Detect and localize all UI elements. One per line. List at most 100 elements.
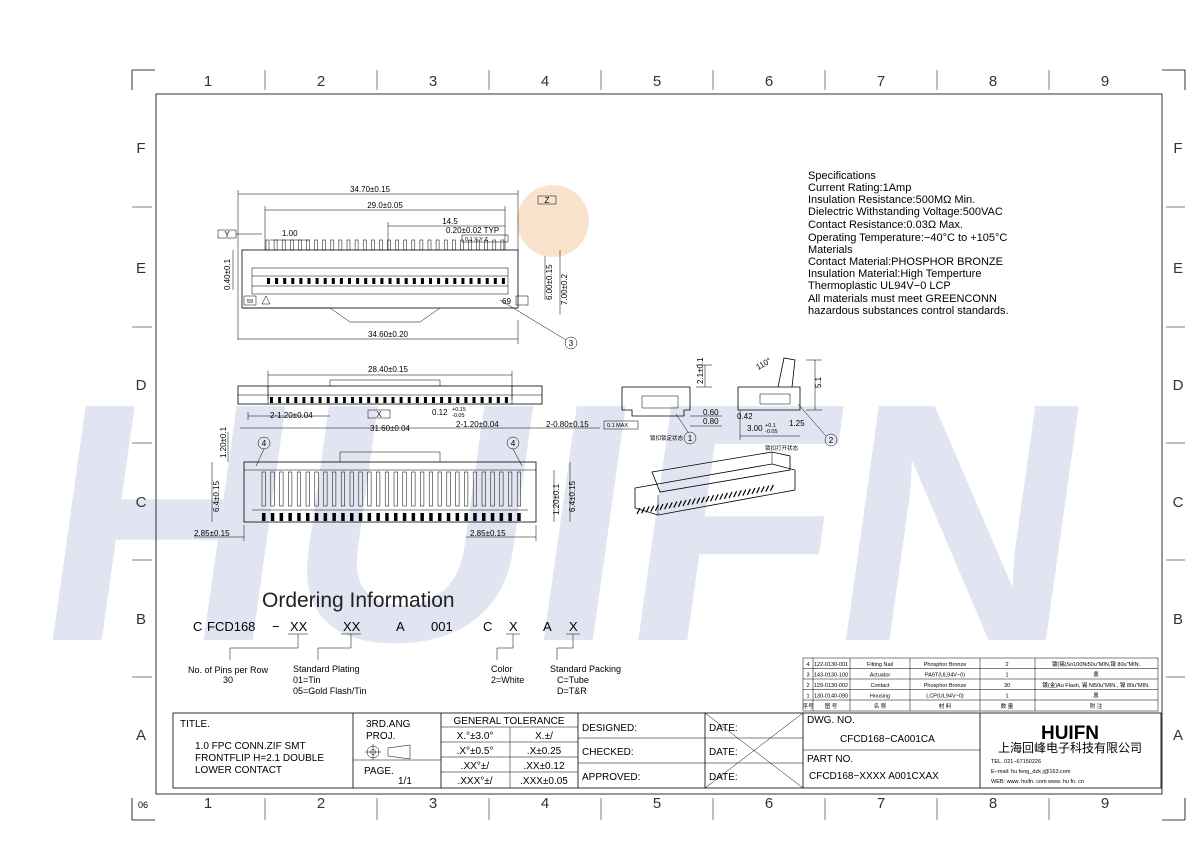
bom-header-cell: 序号 [802,702,814,710]
bottom-pin-tail [367,513,372,521]
dim-b-left-h: 6.4±0.15 [212,480,221,512]
dim-depth-2: 7.00±0.2 [560,273,569,305]
zone-col-7: 7 [877,73,885,90]
code-c: C [193,619,202,634]
front-pin [270,397,273,403]
front-pin [456,397,460,403]
top-contact [283,278,287,284]
bom-cell: Contact [871,683,890,689]
note-open: 锁扣打开状态 [765,444,799,452]
title-line-2: FRONTFLIP H=2.1 DOUBLE [195,753,324,764]
company-web: WEB: www. huifn. com www. hu fn. cn [991,779,1084,785]
zone-col-5-b: 5 [653,795,661,812]
spec-line-7: Contact Material:PHOSPHOR BRONZE [808,256,1003,268]
front-pin [504,397,508,403]
zone-row-c: C [136,494,147,511]
dwg-value: CFCD168−CA001CA [840,734,935,745]
dim-depth-1: 6.00±0.15 [545,264,554,300]
dim-side-a: 0.60 [703,408,719,417]
specifications: Specifications Current Rating:1Amp Insul… [808,170,1009,317]
top-contact [315,278,319,284]
bom-cell: Fitting Nail [867,662,893,668]
top-pin [330,239,335,251]
bom-cell: 1 [1005,673,1008,679]
code-a1: A [396,619,405,634]
spec-line-5: Operating Temperature:−40°C to +105°C [808,232,1007,244]
top-pin [322,239,326,251]
top-contact [307,278,311,284]
iso-pin [682,499,687,507]
top-contact [380,278,384,284]
top-contact [275,278,279,284]
callout-4-left: 4 [262,439,267,448]
bottom-view: 4 4 1.20±0.1 6.4±0.15 2.85±0.15 1.20±0.1… [194,426,577,541]
page-label: PAGE. [364,766,394,777]
front-pin [342,397,346,403]
bottom-pin [349,471,354,507]
bom-cell: 1 [1005,694,1008,700]
top-contact [372,278,376,284]
top-pin [411,239,416,251]
bom-cell: 3 [806,673,809,679]
projection-symbol-icon [365,744,411,760]
dim-b-right-vert: 1.20±0.1 [552,483,561,515]
code-plating: XX [343,619,361,634]
front-pin [464,397,468,403]
part-label: PART NO. [807,754,853,765]
top-pin [419,239,424,251]
company-tel: TEL. 021−67150226 [991,759,1041,765]
front-pin [415,397,419,403]
bottom-pin-tail [306,513,310,521]
top-pin [379,239,383,251]
front-pin [391,397,395,403]
top-pin [273,239,278,251]
top-contact [291,278,295,284]
dim-side-d-dn: -0.05 [765,429,778,435]
bottom-pin [411,471,416,507]
top-contact [299,278,303,284]
dim-b-right-h: 6.4±0.15 [568,480,577,512]
zone-col-9-b: 9 [1101,795,1109,812]
tol-0-1: X.±/ [535,731,553,742]
bottom-pin [446,471,451,507]
ordering-information: Ordering Information C FCD168 − XX XX A … [188,589,621,696]
callout-4-right: 4 [511,439,516,448]
bottom-pin [472,471,477,507]
iso-pin [705,495,710,503]
top-pin [314,239,318,251]
iso-pin [654,504,659,512]
zone-row-b: B [136,611,146,628]
title-line-1: 1.0 FPC CONN.ZIF SMT [195,741,306,752]
code-dash: − [272,619,280,634]
front-pin [302,397,306,403]
packing-label: Standard Packing [550,664,621,674]
iso-pin [696,497,701,504]
bottom-pin-tail [262,513,266,521]
pin-label-59: 59 [247,299,253,305]
dim-side-b: 0.80 [703,417,719,426]
front-pin [440,397,444,403]
iso-pin [756,486,761,494]
front-pin [326,397,330,403]
orange-dot [517,185,589,257]
dim-side-d-up: +0.1 [765,423,776,429]
zone-col-8-b: 8 [989,795,997,812]
dim-pitch: 1.00 [282,229,298,238]
front-pin [318,397,322,403]
front-pin [278,397,282,403]
bottom-pin-tail [270,513,275,521]
tol-1-1: .X±0.25 [527,746,562,757]
bom-header-cell: 数 量 [1001,702,1014,710]
title-block: TITLE. 1.0 FPC CONN.ZIF SMT FRONTFLIP H=… [172,712,1162,789]
tol-3-0: .XXX°±/ [457,776,492,787]
iso-pin [700,496,705,504]
zone-row-c-r: C [1173,494,1184,511]
dim-front-small-dn: -0.05 [452,413,465,419]
bottom-pin-tail [341,513,345,521]
bottom-view-pins [261,471,521,521]
iso-pin [645,506,650,513]
top-view: 34.70±0.15 Z 29.0±0.05 14.5 0.20±0.02 TY… [217,185,578,350]
top-contact [356,278,360,284]
